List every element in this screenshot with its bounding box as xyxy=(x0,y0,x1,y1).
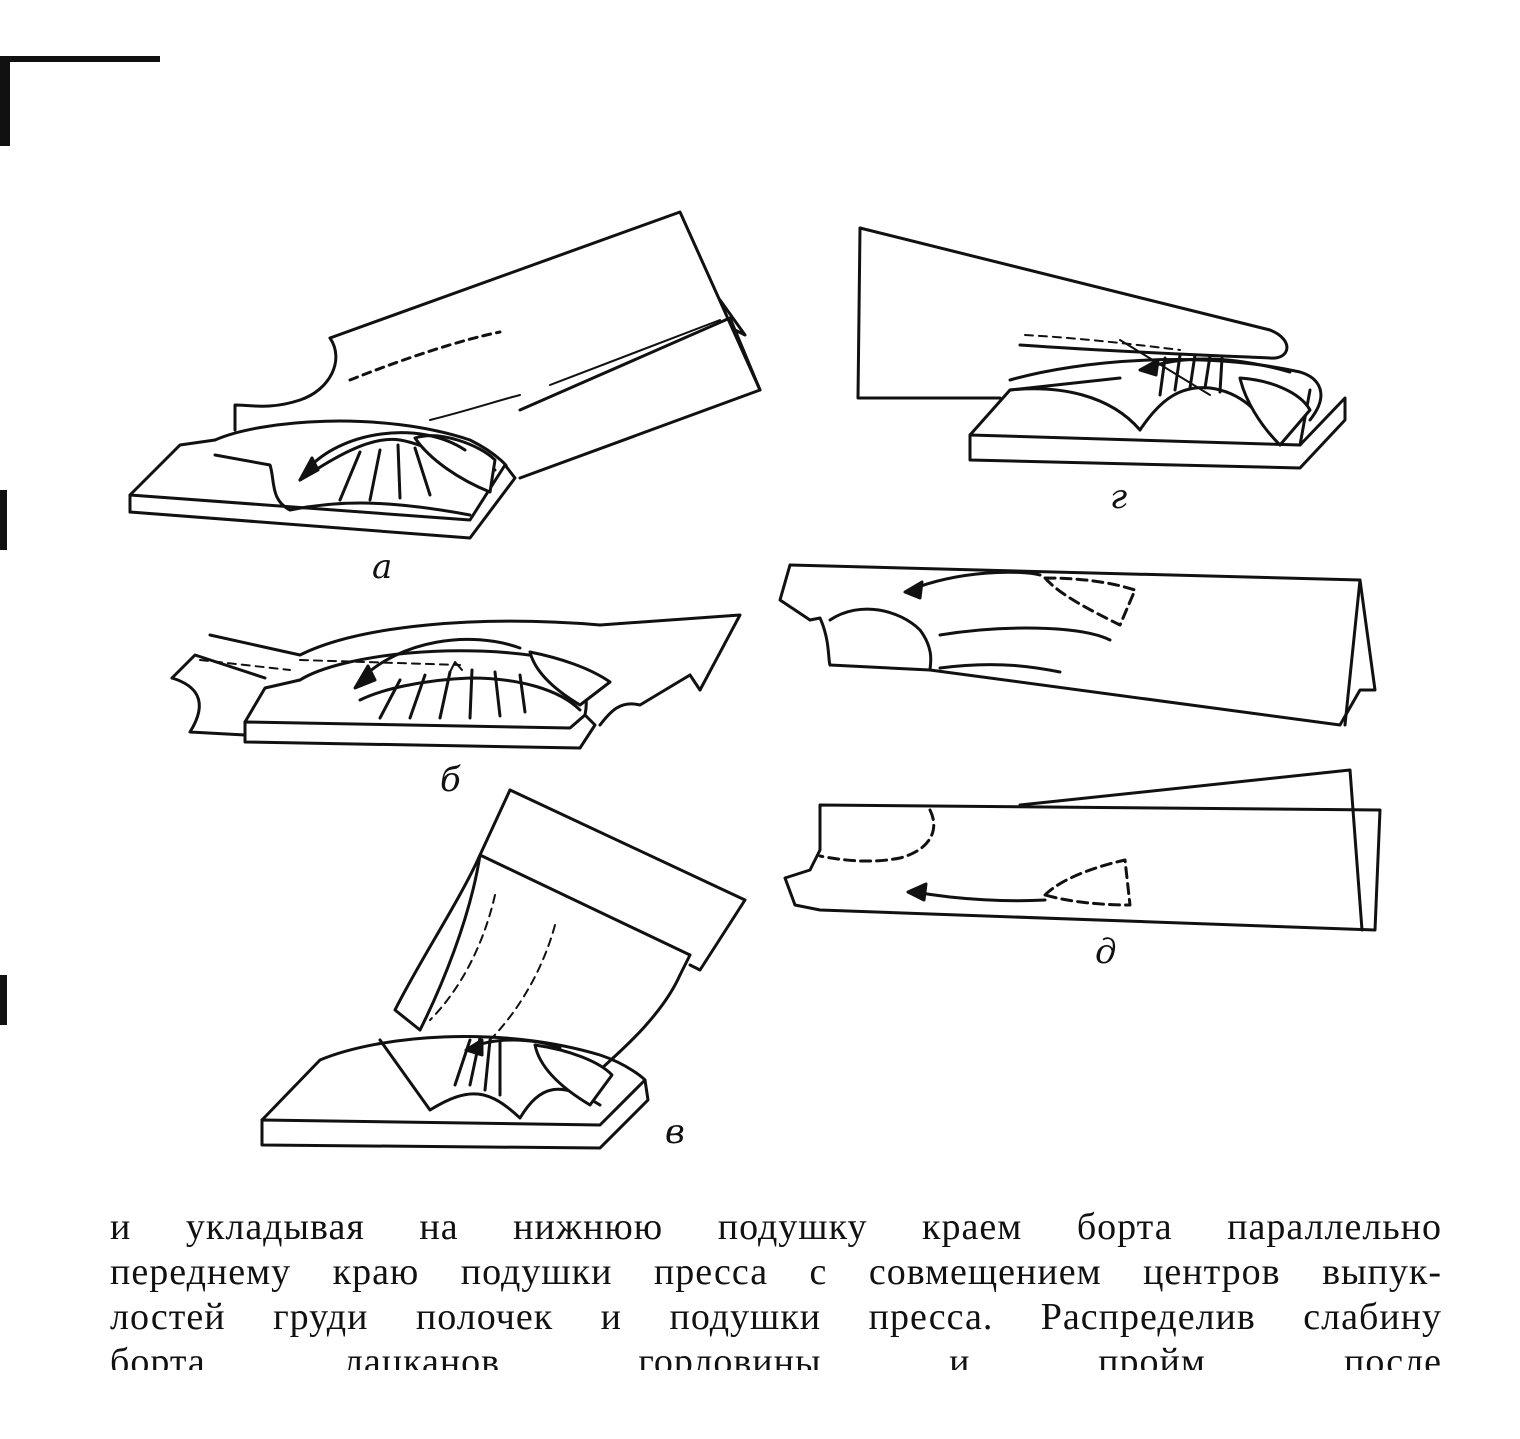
figure-g-drawing xyxy=(856,226,1347,470)
body-text-line: и укладывая на нижнюю подушку краем борт… xyxy=(110,1206,1442,1248)
figure-label-v: в xyxy=(665,1112,685,1152)
body-text: и укладывая на нижнюю подушку краем борт… xyxy=(110,1205,1442,1370)
figure-a-drawing xyxy=(128,210,762,540)
scan-edge-left-mark-2 xyxy=(0,975,7,1025)
figure-b-drawing xyxy=(170,613,742,750)
figure-label-g: г xyxy=(1110,477,1128,517)
body-text-line-cut: борта, лацканов, горловины и пройм, посл… xyxy=(110,1341,1442,1370)
figure-label-b: б xyxy=(440,760,461,800)
scan-edge-top xyxy=(0,56,160,62)
figure-d-upper-drawing xyxy=(778,563,1377,727)
scan-edge-left-mark xyxy=(0,490,7,550)
figure-label-d: д xyxy=(1095,932,1117,972)
body-text-line: переднему краю подушки пресса с совмещен… xyxy=(110,1251,1442,1293)
figure-v-drawing xyxy=(260,788,747,1150)
body-text-line: лостей груди полочек и подушки пресса. Р… xyxy=(110,1296,1442,1338)
press-illustration xyxy=(128,210,1382,1150)
figure-label-a: а xyxy=(372,547,393,587)
scan-edge-left xyxy=(0,56,10,146)
figure-d-lower-drawing xyxy=(783,768,1382,932)
